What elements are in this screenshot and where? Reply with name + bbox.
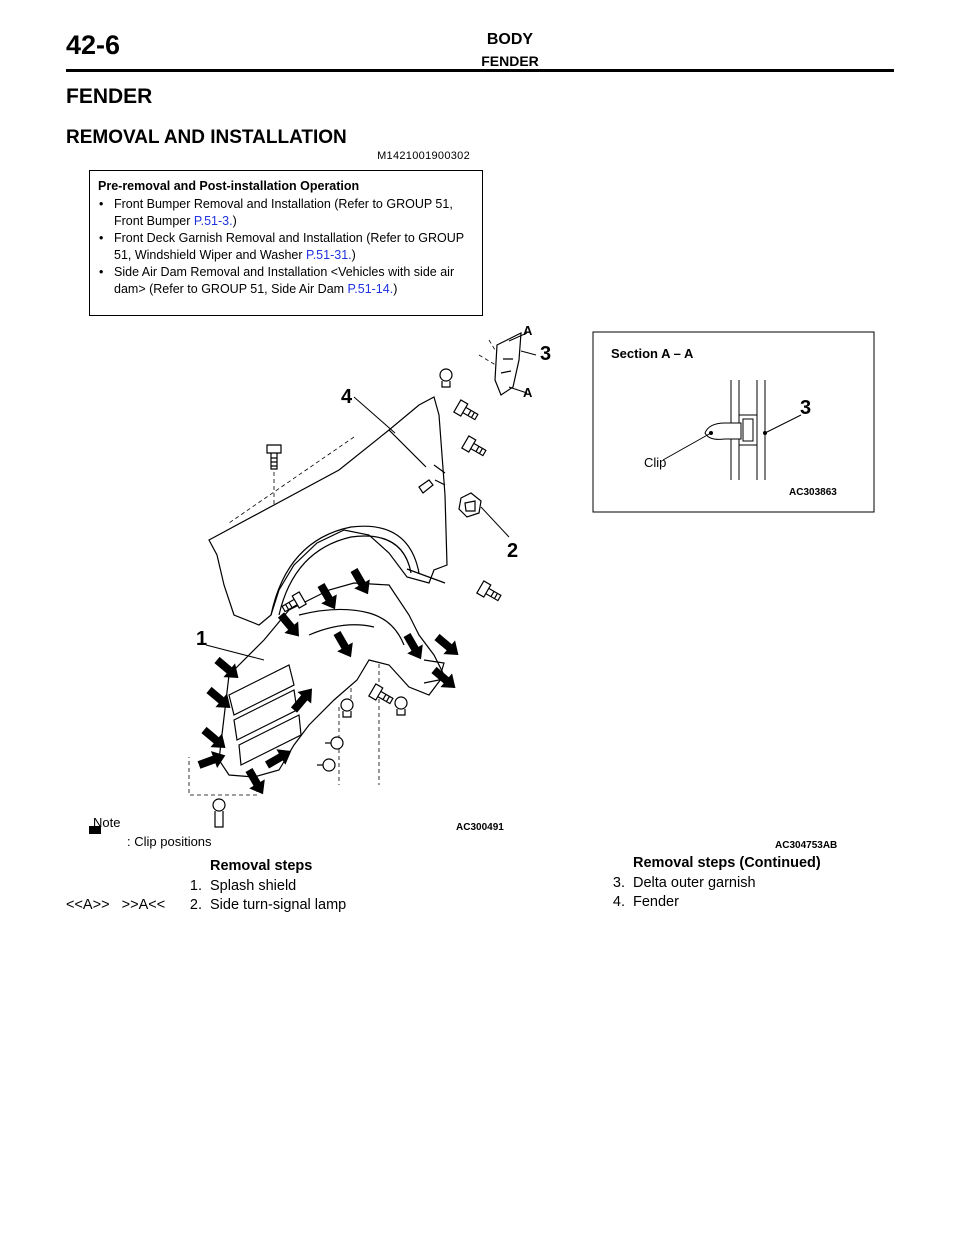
step-number: 1.: [189, 878, 202, 894]
inset-code: AC303863: [789, 487, 837, 498]
callout-1: 1: [196, 628, 207, 650]
reference-marks: <<A>> >>A<<: [66, 897, 166, 913]
fender-exploded-diagram: 1 2 3 4 A A AC300491 AC304753AB Note : C…: [89, 323, 875, 851]
page-figure-code: AC304753AB: [775, 840, 837, 851]
document-code: M1421001900302: [377, 150, 470, 162]
leader-lines: [205, 332, 537, 661]
pre-removal-box: Pre-removal and Post-installation Operat…: [89, 170, 483, 316]
pre-removal-item: Front Deck Garnish Removal and Installat…: [99, 230, 476, 263]
step-number: 3.: [612, 875, 625, 891]
clip-position-arrows: [89, 568, 459, 834]
item-close: ): [351, 247, 356, 262]
step-number: 2.: [189, 897, 202, 913]
page-link[interactable]: P.51-31.: [305, 247, 352, 262]
splash-shield: [218, 582, 445, 778]
item-text: Front Bumper Removal and Installation (R…: [114, 197, 453, 228]
step-text: Side turn-signal lamp: [210, 897, 347, 913]
step-text: Delta outer garnish: [633, 875, 756, 891]
inset-title: Section A – A: [611, 346, 694, 361]
pre-removal-title: Pre-removal and Post-installation Operat…: [98, 179, 360, 193]
step-number: 4.: [612, 894, 625, 910]
item-text: Side Air Dam Removal and Installation <V…: [114, 265, 455, 296]
step-text: Fender: [633, 894, 679, 910]
clip-label: Clip: [644, 455, 666, 470]
item-close: ): [393, 281, 398, 296]
section-inset: Section A – A Clip 3 AC303863: [592, 331, 875, 513]
removal-steps-heading: Removal steps: [210, 858, 313, 874]
subsection-title: REMOVAL AND INSTALLATION: [66, 127, 347, 148]
step-text: Splash shield: [210, 878, 297, 894]
fender-outline: [208, 396, 448, 626]
page-number: 42-6: [66, 30, 121, 60]
delta-outer-garnish: [494, 331, 522, 396]
header-subtitle: FENDER: [481, 53, 539, 69]
screws-and-clips: [212, 368, 502, 828]
section-mark-a: A: [523, 323, 533, 338]
section-title: FENDER: [66, 85, 153, 108]
item-text: Front Deck Garnish Removal and Installat…: [114, 231, 464, 262]
header-title: BODY: [486, 31, 534, 48]
diagram-code: AC300491: [456, 822, 504, 833]
header-rule: [66, 69, 894, 72]
side-turn-signal-lamp: [458, 492, 482, 518]
pre-removal-item: Front Bumper Removal and Installation (R…: [99, 196, 476, 229]
note-label: Note: [93, 815, 120, 830]
note-text: : Clip positions: [127, 834, 212, 849]
page-link[interactable]: P.51-14.: [347, 281, 394, 296]
callout-2: 2: [507, 540, 518, 562]
section-mark-a: A: [523, 385, 533, 400]
page-link[interactable]: P.51-3.: [193, 213, 233, 228]
item-close: ): [232, 213, 237, 228]
removal-steps-continued-heading: Removal steps (Continued): [633, 855, 821, 871]
pre-removal-item: Side Air Dam Removal and Installation <V…: [99, 264, 476, 297]
inset-callout-3: 3: [800, 397, 811, 419]
callout-3: 3: [540, 343, 551, 365]
callout-4: 4: [341, 386, 353, 408]
